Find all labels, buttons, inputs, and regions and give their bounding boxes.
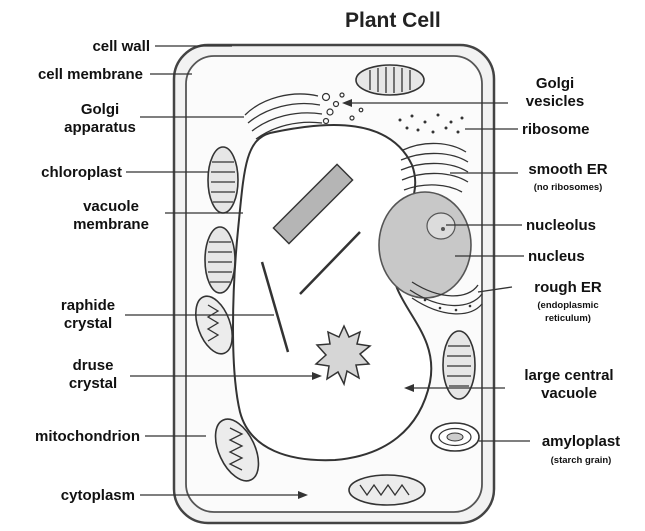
- label-chloroplast: chloroplast: [41, 164, 122, 181]
- label-vacuole-membrane-line2: membrane: [73, 216, 149, 233]
- label-golgi-apparatus-line2: apparatus: [64, 119, 136, 136]
- chloroplast-left-2: [205, 227, 235, 293]
- chloroplast-top: [356, 65, 424, 95]
- label-smooth-er: smooth ER: [528, 161, 607, 178]
- label-druse-crystal-line1: druse: [73, 357, 114, 374]
- diagram-title: Plant Cell: [345, 9, 441, 32]
- label-rough-er-note-line2: reticulum): [545, 313, 591, 324]
- label-large-central-vacuole-line2: vacuole: [541, 385, 597, 402]
- label-ribosome: ribosome: [522, 121, 590, 138]
- label-raphide-crystal-line1: raphide: [61, 297, 115, 314]
- label-amyloplast: amyloplast: [542, 433, 620, 450]
- label-nucleolus: nucleolus: [526, 217, 596, 234]
- label-cell-membrane: cell membrane: [38, 66, 143, 83]
- label-mitochondrion: mitochondrion: [35, 428, 140, 445]
- label-golgi-apparatus-line1: Golgi: [81, 101, 119, 118]
- label-amyloplast-note: (starch grain): [551, 455, 612, 466]
- label-druse-crystal-line2: crystal: [69, 375, 117, 392]
- label-cytoplasm: cytoplasm: [61, 487, 135, 504]
- amyloplast-shape: [431, 423, 479, 451]
- label-golgi-vesicles-line2: vesicles: [526, 93, 584, 110]
- label-large-central-vacuole-line1: large central: [524, 367, 613, 384]
- label-golgi-vesicles-line1: Golgi: [536, 75, 574, 92]
- label-vacuole-membrane-line1: vacuole: [83, 198, 139, 215]
- label-rough-er-note-line1: (endoplasmic: [537, 300, 598, 311]
- mitochondrion-bottom: [349, 475, 425, 505]
- chloroplast-left-1: [208, 147, 238, 213]
- chloroplast-right: [443, 331, 475, 399]
- label-nucleus: nucleus: [528, 248, 585, 265]
- nucleolus-dot: [441, 227, 445, 231]
- label-smooth-er-note: (no ribosomes): [534, 182, 603, 193]
- nucleus-shape: [379, 192, 471, 298]
- label-rough-er: rough ER: [534, 279, 602, 296]
- label-raphide-crystal-line2: crystal: [64, 315, 112, 332]
- nucleolus-shape: [427, 213, 455, 239]
- label-cell-wall: cell wall: [92, 38, 150, 55]
